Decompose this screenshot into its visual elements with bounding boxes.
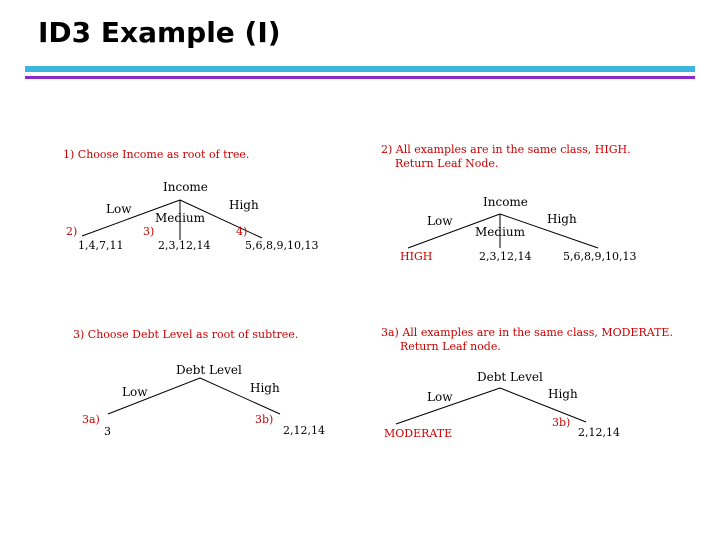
panel1-branch-high: High (229, 198, 259, 212)
panel2-root-node: Income (483, 195, 528, 209)
title-underline-purple (25, 76, 695, 79)
panel2-caption-line2: Return Leaf Node. (395, 157, 499, 170)
panel3-marker-left: 3a) (82, 413, 100, 426)
p4-edge-low (395, 387, 501, 425)
panel4-leaf-right: 2,12,14 (578, 426, 620, 439)
title-underline-blue (25, 66, 695, 72)
panel1-leaf-left: 1,4,7,11 (78, 239, 124, 252)
panel1-marker-right: 4) (236, 225, 248, 238)
panel2-leaf-middle: 2,3,12,14 (479, 250, 532, 263)
p3-edge-high (199, 377, 281, 415)
p1-edge-low (81, 199, 181, 237)
panel2-branch-medium: Medium (475, 225, 526, 239)
panel1-root-node: Income (163, 180, 208, 194)
panel3-root-node: Debt Level (176, 363, 242, 377)
panel4-marker-right: 3b) (552, 416, 571, 429)
panel3-branch-high: High (250, 381, 280, 395)
panel2-leaf-right: 5,6,8,9,10,13 (563, 250, 637, 263)
panel1-caption: 1) Choose Income as root of tree. (63, 148, 250, 161)
panel4-caption-line1: 3a) All examples are in the same class, … (381, 326, 673, 339)
p2-edge-high (499, 213, 599, 249)
panel4-caption-line2: Return Leaf node. (400, 340, 501, 353)
panel2-branch-high: High (547, 212, 577, 226)
panel3-leaf-right: 2,12,14 (283, 424, 325, 437)
p1-edge-high (179, 199, 263, 239)
panel2-leaf-left: HIGH (400, 250, 433, 263)
p3-edge-low (107, 377, 201, 415)
p4-edge-high (499, 387, 587, 423)
panel1-leaf-right: 5,6,8,9,10,13 (245, 239, 319, 252)
panel1-branch-low: Low (106, 202, 132, 216)
panel3-marker-right: 3b) (255, 413, 274, 426)
panel4-branch-low: Low (427, 390, 453, 404)
p2-edge-low (407, 213, 501, 249)
panel1-marker-middle: 3) (143, 225, 155, 238)
panel2-branch-low: Low (427, 214, 453, 228)
panel3-leaf-left: 3 (104, 425, 111, 438)
panel4-root-node: Debt Level (477, 370, 543, 384)
panel3-caption: 3) Choose Debt Level as root of subtree. (73, 328, 299, 341)
panel4-branch-high: High (548, 387, 578, 401)
panel1-marker-left: 2) (66, 225, 78, 238)
panel1-branch-medium: Medium (155, 211, 206, 225)
panel3-branch-low: Low (122, 385, 148, 399)
panel1-leaf-middle: 2,3,12,14 (158, 239, 211, 252)
panel2-caption-line1: 2) All examples are in the same class, H… (381, 143, 631, 156)
slide-title: ID3 Example (I) (38, 16, 281, 49)
panel4-leaf-left: MODERATE (384, 427, 453, 440)
